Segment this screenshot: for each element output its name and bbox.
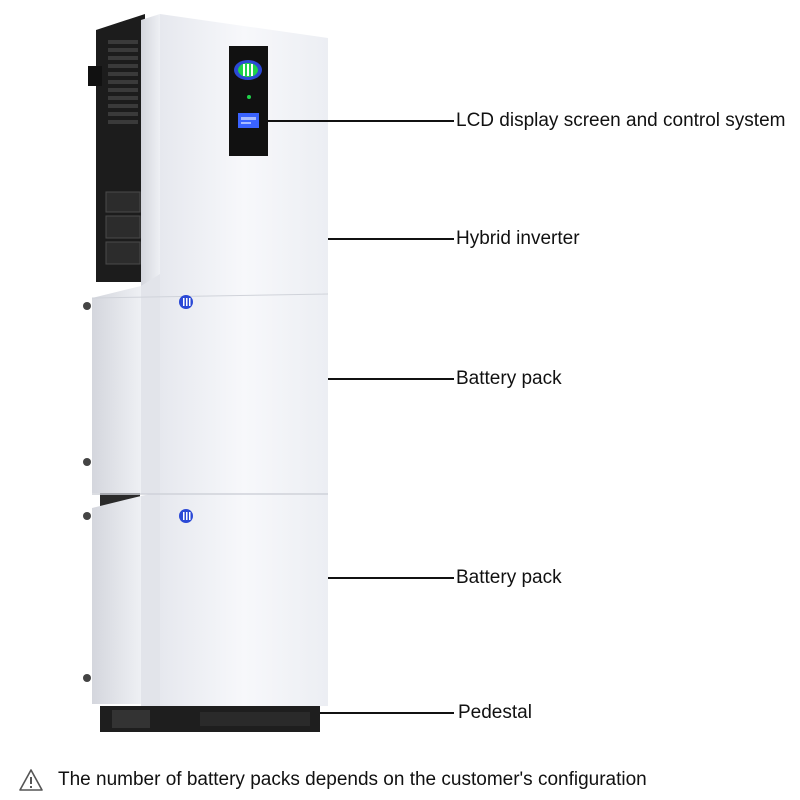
label-lcd-display: LCD display screen and control system [456, 110, 786, 131]
label-battery-pack-1: Battery pack [456, 368, 562, 389]
callout-line-battery-2 [328, 577, 454, 579]
label-pedestal: Pedestal [458, 702, 532, 723]
label-battery-pack-2: Battery pack [456, 567, 562, 588]
callout-line-pedestal [320, 712, 454, 714]
display-panel [229, 46, 268, 156]
battery-pack-2 [83, 492, 328, 706]
callout-line-battery-1 [328, 378, 454, 380]
brand-logo-icon [234, 60, 262, 80]
battery-logo-icon [179, 509, 193, 523]
pedestal [100, 706, 320, 732]
status-led-icon [247, 95, 251, 99]
warning-icon [19, 769, 43, 791]
callout-line-inverter [328, 238, 454, 240]
battery-pack-1 [83, 274, 329, 494]
callout-line-lcd [264, 120, 454, 122]
note-text: The number of battery packs depends on t… [58, 769, 647, 790]
lcd-screen [238, 113, 259, 128]
heatsink [88, 14, 145, 282]
battery-logo-icon [179, 295, 193, 309]
label-hybrid-inverter: Hybrid inverter [456, 228, 580, 249]
configuration-note: The number of battery packs depends on t… [18, 768, 647, 792]
